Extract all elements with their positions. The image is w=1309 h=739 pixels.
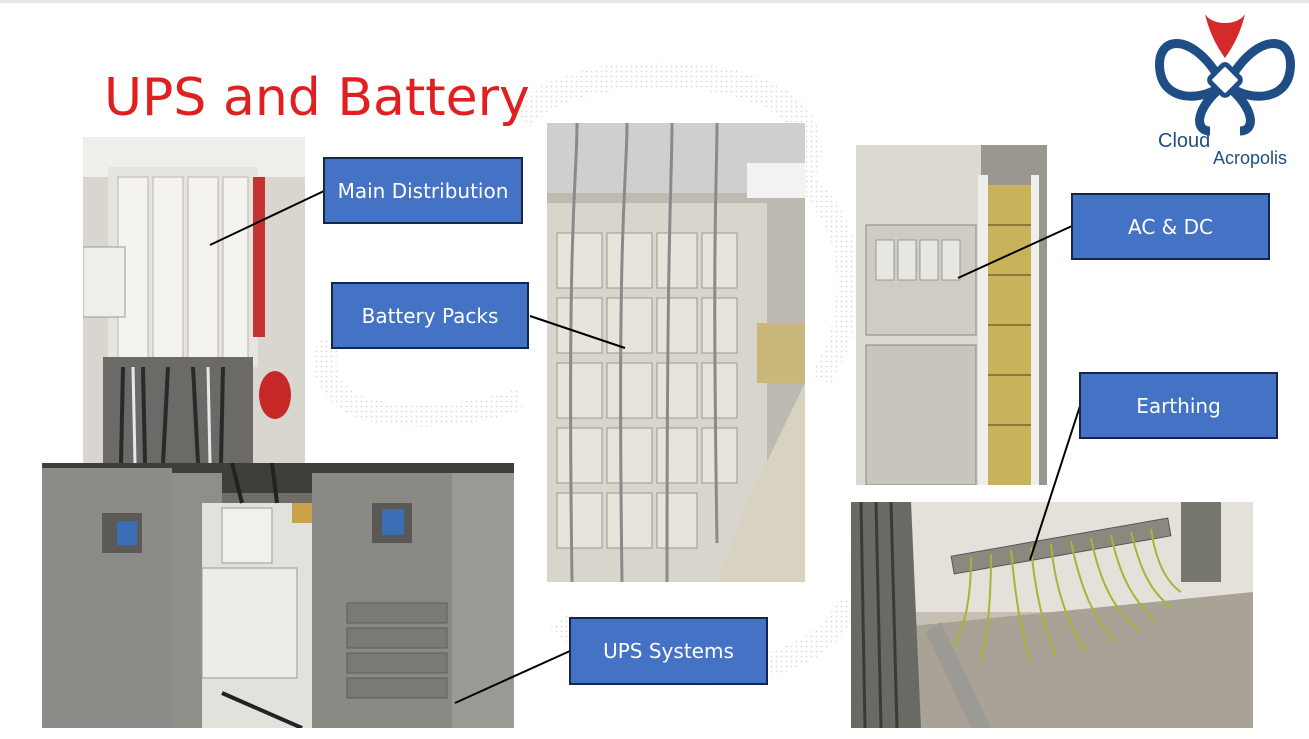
logo-text-acropolis: Acropolis [1213, 148, 1288, 168]
ups-systems-photo [42, 463, 514, 728]
callout-earthing[interactable]: Earthing [1079, 372, 1278, 439]
callout-battery-packs[interactable]: Battery Packs [331, 282, 529, 349]
slide-title: UPS and Battery [104, 68, 530, 128]
earthing-bar-photo [851, 502, 1253, 728]
logo-text-cloud: Cloud [1158, 130, 1211, 152]
callout-ac-dc[interactable]: AC & DC [1071, 193, 1270, 260]
top-border [0, 0, 1309, 3]
ac-dc-rack-photo [856, 145, 1047, 485]
battery-packs-photo [547, 123, 805, 582]
callout-main-distribution[interactable]: Main Distribution [323, 157, 523, 224]
main-distribution-photo [83, 137, 305, 463]
callout-ups-systems[interactable]: UPS Systems [569, 617, 768, 685]
cloud-acropolis-logo [1155, 14, 1295, 136]
